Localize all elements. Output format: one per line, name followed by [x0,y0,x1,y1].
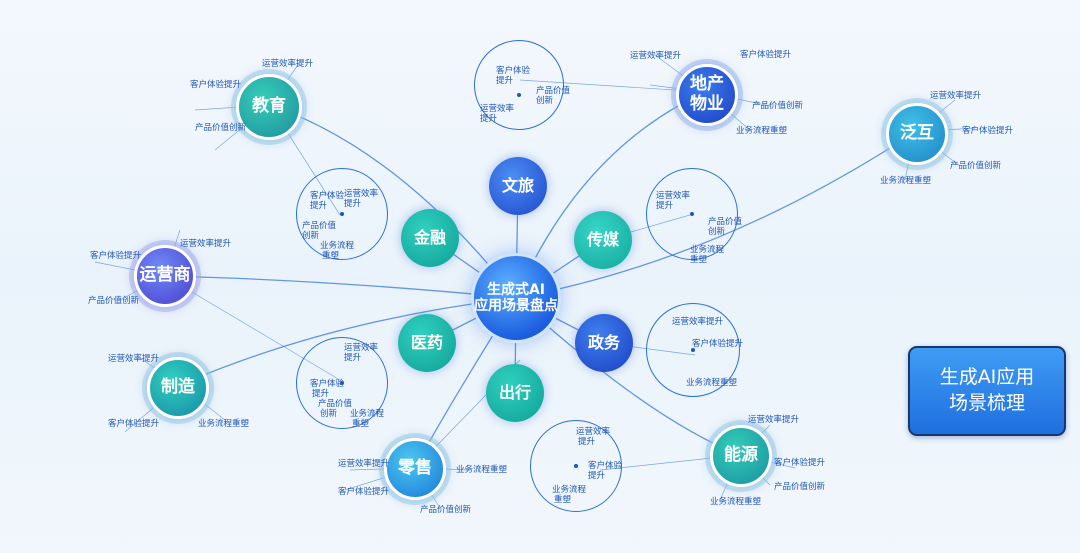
branch-label: 客户体验提升 [338,487,390,497]
branch-label: 重塑 [690,255,708,265]
branch-label: 产品价值创新 [88,296,140,306]
industry-zhizao[interactable]: 制造 [147,357,209,419]
industry-dichan[interactable]: 地产 物业 [676,64,738,126]
branch-label: 产品价值创新 [420,505,472,515]
branch-label: 产品价值 [302,221,337,231]
branch-label: 创新 [708,227,726,237]
branch-label: 业务流程重塑 [880,176,932,186]
industry-nengyuan[interactable]: 能源 [710,425,772,487]
branch-label: 业务流程 [690,245,725,255]
branch-label: 创新 [536,96,554,106]
hub-title-line1: 生成式AI [486,281,546,298]
branch-label: 运营效率提升 [672,317,724,327]
branch-label: 业务流程重塑 [736,126,788,136]
industry-yunyingshang[interactable]: 运营商 [134,245,196,307]
branch-label: 重塑 [352,419,370,429]
branch-label: 业务流程 [350,409,385,419]
branch-label: 创新 [320,409,338,419]
sector-chuanmei[interactable]: 传媒 [574,211,632,269]
sector-zhengwu[interactable]: 政务 [575,314,633,372]
summary-box: 生成AI应用 场景梳理 [908,346,1066,436]
branch-label: 产品价值 [708,217,743,227]
branch-label: 运营效率提升 [630,51,682,61]
branch-label: 业务流程重塑 [198,419,250,429]
ring-center-dot [340,381,344,385]
industry-dichan-line1: 地产 [690,74,724,95]
branch-label: 客户体验提升 [90,251,142,261]
summary-line2: 场景梳理 [948,392,1025,414]
branch-label: 运营效率提升 [262,59,314,69]
branch-label: 提升 [480,114,498,124]
branch-label: 运营效率 [656,191,691,201]
branch-label: 客户体验提升 [774,458,826,468]
branch-label: 提升 [344,353,362,363]
ring-center-dot [517,93,521,97]
branch-label: 客户体验提升 [692,339,744,349]
industry-jiaoyu[interactable]: 教育 [236,74,302,140]
sub-ring-chuanmei [646,168,738,260]
branch-label: 客户体验提升 [740,50,792,60]
branch-label: 提升 [312,389,330,399]
branch-label: 客户体验提升 [962,126,1014,136]
industry-lingshou[interactable]: 零售 [384,438,446,500]
branch-label: 重塑 [322,251,340,261]
branch-label: 产品价值创新 [752,101,804,111]
branch-label: 客户体验提升 [190,80,242,90]
branch-label: 提升 [496,76,514,86]
branch-label: 提升 [588,471,606,481]
branch-label: 客户体验提升 [108,419,160,429]
branch-label: 产品价值创新 [195,123,247,133]
branch-label: 产品价值 [536,86,571,96]
summary-line1: 生成AI应用 [939,366,1035,389]
branch-label: 业务流程重塑 [456,465,508,475]
branch-label: 重塑 [554,495,572,505]
branch-label: 客户体验 [310,379,345,389]
branch-label: 运营效率 [344,343,379,353]
branch-label: 提升 [578,437,596,447]
hub-node[interactable]: 生成式AI 应用场景盘点 [474,256,558,340]
ring-center-dot [340,212,344,216]
branch-label: 运营效率 [480,104,515,114]
branch-label: 运营效率提升 [748,415,800,425]
branch-label: 产品价值创新 [774,482,826,492]
branch-label: 业务流程 [552,485,587,495]
branch-label: 提升 [310,201,328,211]
sector-chuxing[interactable]: 出行 [486,364,544,422]
ring-center-dot [574,464,578,468]
branch-label: 客户体验 [496,66,531,76]
branch-label: 运营效率提升 [338,459,390,469]
branch-label: 提升 [656,201,674,211]
branch-label: 运营效率提升 [930,91,982,101]
branch-label: 运营效率 [344,189,379,199]
sector-wenlv[interactable]: 文旅 [489,157,547,215]
branch-label: 运营效率提升 [108,354,160,364]
ring-center-dot [690,212,694,216]
branch-label: 产品价值 [318,399,353,409]
branch-label: 提升 [344,199,362,209]
industry-fanhu[interactable]: 泛互 [886,103,948,165]
branch-label: 业务流程 [320,241,355,251]
branch-label: 业务流程重塑 [710,497,762,507]
branch-label: 创新 [302,231,320,241]
sub-ring-zhengwu [646,303,740,397]
sub-ring-wenlv [474,40,564,130]
hub-title-line2: 应用场景盘点 [474,298,558,314]
ring-center-dot [691,348,695,352]
sub-ring-yiyao [296,337,388,429]
branch-label: 客户体验 [588,461,623,471]
branch-label: 业务流程重塑 [686,378,738,388]
branch-label: 运营效率 [576,427,611,437]
sub-ring-jinrong [296,168,388,260]
branch-label: 客户体验 [310,191,345,201]
branch-label: 产品价值创新 [950,161,1002,171]
industry-dichan-line2: 物业 [690,94,724,114]
sub-ring-chuxing [530,420,622,512]
sector-jinrong[interactable]: 金融 [401,209,459,267]
branch-label: 运营效率提升 [180,239,232,249]
sector-yiyao[interactable]: 医药 [398,314,456,372]
